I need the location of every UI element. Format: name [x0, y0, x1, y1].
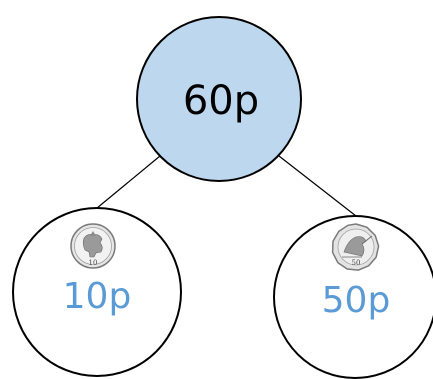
part-label-left: 10p	[63, 276, 132, 317]
whole-label: 60p	[183, 78, 259, 124]
whole-circle-shape	[136, 16, 302, 182]
ten-pence-coin-icon: 10	[70, 223, 116, 269]
connector-line-right	[278, 155, 357, 217]
part-circle-left: 10 10p	[12, 207, 182, 377]
part-circle-left-shape	[12, 207, 182, 377]
part-circle-right: 50 50p	[273, 215, 433, 379]
part-circle-right-shape	[273, 215, 433, 379]
ten-pence-coin-value: 10	[89, 259, 98, 267]
whole-circle: 60p	[136, 16, 302, 182]
fifty-pence-coin-icon: 50	[331, 223, 380, 271]
part-label-right: 50p	[322, 280, 391, 321]
fifty-pence-coin-value: 50	[352, 259, 361, 267]
